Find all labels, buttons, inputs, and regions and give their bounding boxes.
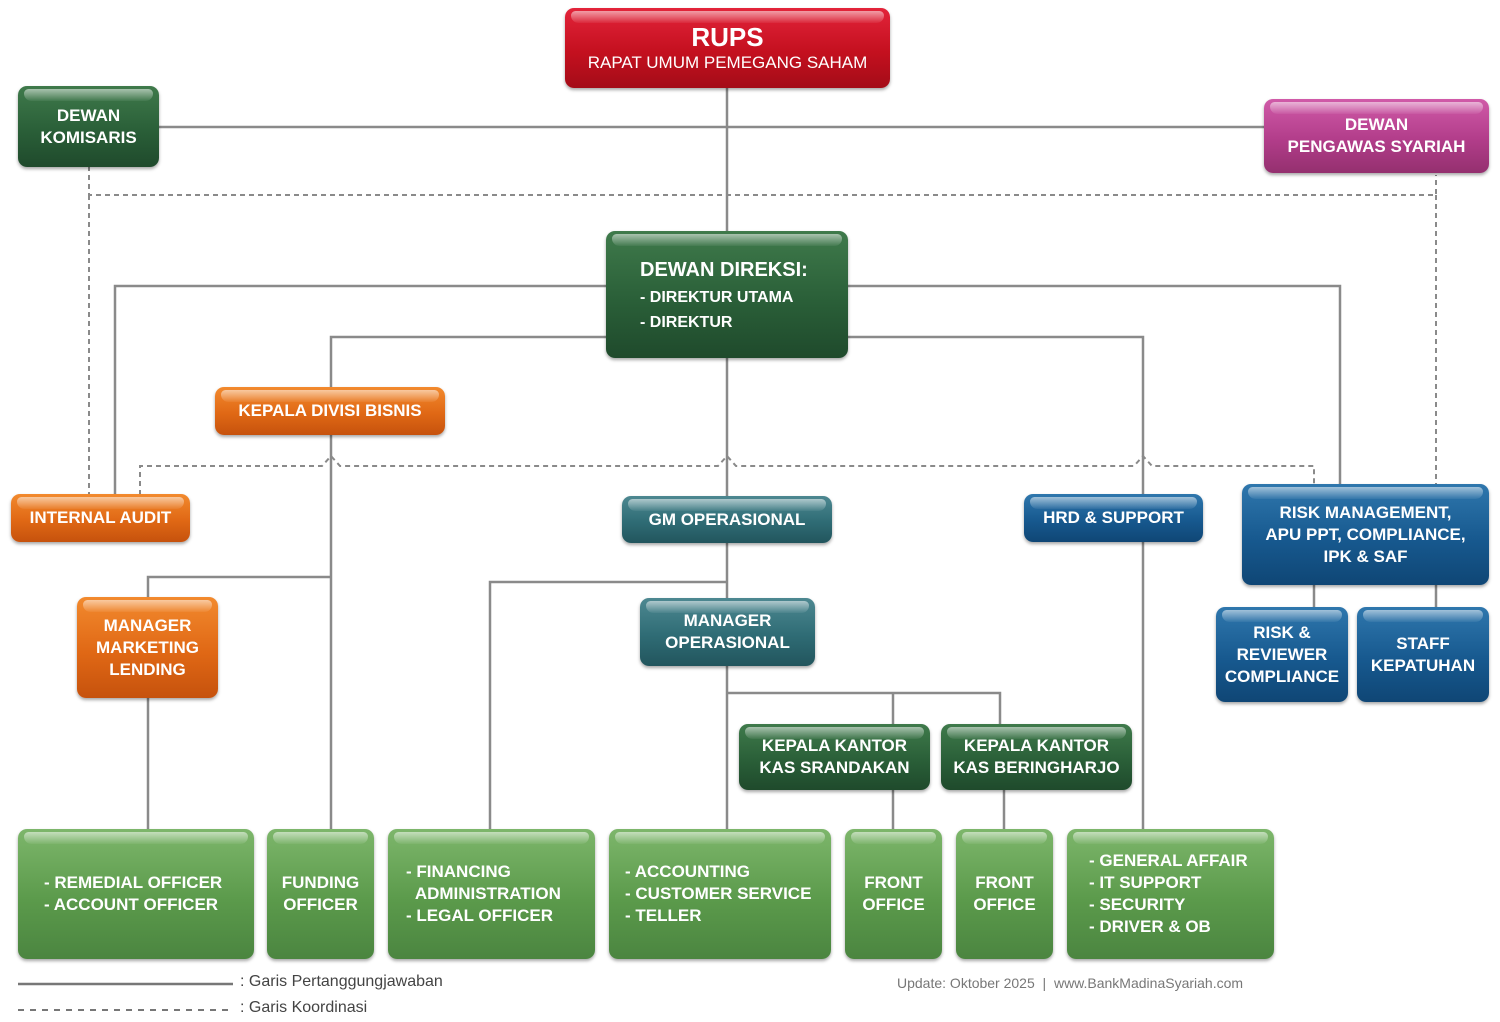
direksi-title: DEWAN DIREKSI: — [640, 258, 808, 281]
hrd-support-label: HRD & SUPPORT — [1043, 508, 1184, 527]
kadiv-bisnis-label: KEPALA DIVISI BISNIS — [238, 401, 422, 420]
risk-mgmt-line-3: IPK & SAF — [1323, 546, 1408, 566]
gm-operasional-box: GM OPERASIONAL — [622, 496, 832, 543]
rups-title: RUPS — [691, 22, 764, 52]
accounting-item-2: - CUSTOMER SERVICE — [625, 884, 812, 903]
mo-line-2: OPERASIONAL — [665, 633, 790, 652]
remedial-account-officer-box: - REMEDIAL OFFICER - ACCOUNT OFFICER — [18, 829, 254, 959]
kkb-line-1: KEPALA KANTOR — [963, 736, 1110, 755]
funding-line-2: OFFICER — [283, 895, 358, 914]
rrc-line-2: REVIEWER — [1236, 644, 1328, 664]
mml-line-2: MARKETING — [96, 637, 199, 657]
mo-line-1: MANAGER — [683, 611, 772, 630]
remedial-item-1: - REMEDIAL OFFICER — [44, 873, 223, 892]
front2-line-2: OFFICE — [973, 895, 1036, 914]
kks-line-2: KAS SRANDAKAN — [759, 758, 910, 777]
rups-box: RUPS RAPAT UMUM PEMEGANG SAHAM — [565, 8, 890, 88]
accounting-cs-teller-box: - ACCOUNTING - CUSTOMER SERVICE - TELLER — [609, 829, 831, 959]
risk-mgmt-line-2: APU PPT, COMPLIANCE, — [1265, 524, 1466, 544]
direksi-item-1: - DIREKTUR UTAMA — [640, 288, 794, 306]
dps-line-1: DEWAN — [1344, 115, 1409, 134]
front1-line-1: FRONT — [864, 873, 923, 892]
front-office-beringharjo-box: FRONT OFFICE — [956, 829, 1053, 959]
rrc-line-3: COMPLIANCE — [1224, 666, 1340, 686]
kepala-kantor-beringharjo-box: KEPALA KANTOR KAS BERINGHARJO — [941, 724, 1132, 790]
legend-solid-label: : Garis Pertanggungjawaban — [240, 973, 443, 990]
funding-officer-box: FUNDING OFFICER — [267, 829, 374, 959]
kkb-line-2: KAS BERINGHARJO — [953, 758, 1120, 777]
risk-reviewer-compliance-box: RISK & REVIEWER COMPLIANCE — [1216, 607, 1348, 702]
hrd-support-box: HRD & SUPPORT — [1024, 494, 1203, 542]
mml-line-1: MANAGER — [103, 615, 192, 635]
direksi-item-2: - DIREKTUR — [640, 313, 733, 331]
sk-line-2: KEPATUHAN — [1370, 655, 1476, 675]
financing-legal-box: - FINANCING ADMINISTRATION - LEGAL OFFIC… — [388, 829, 595, 959]
financing-item-1: - FINANCING — [406, 862, 511, 881]
internal-audit-box: INTERNAL AUDIT — [11, 494, 190, 542]
komisaris-line-2: KOMISARIS — [40, 127, 137, 147]
risk-mgmt-line-1: RISK MANAGEMENT, — [1279, 502, 1452, 522]
general-affair-box: - GENERAL AFFAIR - IT SUPPORT - SECURITY… — [1067, 829, 1274, 959]
staff-kepatuhan-box: STAFF KEPATUHAN — [1357, 607, 1489, 702]
dewan-pengawas-syariah-box: DEWAN PENGAWAS SYARIAH — [1264, 99, 1489, 173]
front-office-srandakan-box: FRONT OFFICE — [845, 829, 942, 959]
financing-item-3: - LEGAL OFFICER — [406, 906, 554, 925]
legend-dashed-label: : Garis Koordinasi — [240, 999, 368, 1016]
general-item-1: - GENERAL AFFAIR — [1089, 851, 1248, 870]
kks-line-1: KEPALA KANTOR — [761, 736, 908, 755]
manager-operasional-box: MANAGER OPERASIONAL — [640, 598, 815, 666]
accounting-item-1: - ACCOUNTING — [625, 862, 750, 881]
komisaris-line-1: DEWAN — [56, 105, 121, 125]
rrc-line-1: RISK & — [1253, 622, 1311, 642]
internal-audit-label: INTERNAL AUDIT — [29, 508, 172, 527]
general-item-2: - IT SUPPORT — [1089, 873, 1202, 892]
kepala-divisi-bisnis-box: KEPALA DIVISI BISNIS — [215, 387, 445, 435]
dps-line-2: PENGAWAS SYARIAH — [1287, 137, 1466, 156]
risk-management-box: RISK MANAGEMENT, APU PPT, COMPLIANCE, IP… — [1242, 484, 1489, 585]
dewan-direksi-box: DEWAN DIREKSI: - DIREKTUR UTAMA - DIREKT… — [606, 231, 848, 358]
mml-line-3: LENDING — [109, 659, 186, 679]
rups-subtitle: RAPAT UMUM PEMEGANG SAHAM — [587, 53, 868, 72]
remedial-item-2: - ACCOUNT OFFICER — [44, 895, 219, 914]
funding-line-1: FUNDING — [281, 873, 360, 892]
dewan-komisaris-box: DEWAN KOMISARIS — [18, 86, 159, 167]
sk-line-1: STAFF — [1396, 633, 1450, 653]
manager-marketing-lending-box: MANAGER MARKETING LENDING — [77, 597, 218, 698]
front1-line-2: OFFICE — [862, 895, 925, 914]
front2-line-1: FRONT — [975, 873, 1034, 892]
kepala-kantor-srandakan-box: KEPALA KANTOR KAS SRANDAKAN — [739, 724, 930, 790]
general-item-4: - DRIVER & OB — [1089, 917, 1211, 936]
accounting-item-3: - TELLER — [625, 906, 702, 925]
gm-operasional-label: GM OPERASIONAL — [648, 509, 806, 529]
general-item-3: - SECURITY — [1089, 895, 1186, 914]
footer-update: Update: Oktober 2025 | www.BankMadinaSya… — [897, 975, 1244, 991]
financing-item-2: ADMINISTRATION — [406, 884, 561, 903]
